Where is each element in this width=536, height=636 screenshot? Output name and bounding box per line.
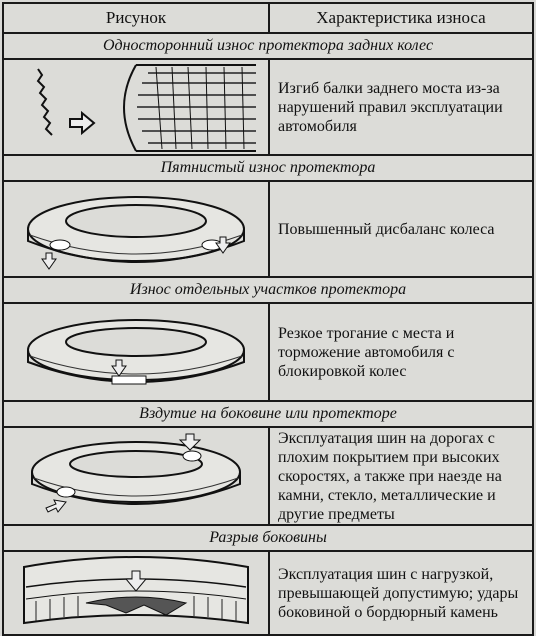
section-one-sided-wear: Односторонний износ протектора задних ко… <box>4 34 532 156</box>
one-sided-wear-figure <box>4 60 270 154</box>
section-title: Разрыв боковины <box>4 526 532 552</box>
section-title: Односторонний износ протектора задних ко… <box>4 34 532 60</box>
header-picture: Рисунок <box>4 4 270 32</box>
table-row: Эксплуатация шин с нагрузкой, превышающе… <box>4 552 532 634</box>
description-text: Повышенный дисбаланс колеса <box>278 220 495 238</box>
spotty-wear-figure <box>4 182 270 276</box>
section-title: Пятнистый износ протектора <box>4 156 532 182</box>
section-sidewall-rupture: Разрыв боковины Эксплуатация шин с <box>4 526 532 634</box>
table-row: Эксплуатация шин на дорогах с плохим пок… <box>4 428 532 526</box>
section-title: Износ отдельных участков протектора <box>4 278 532 304</box>
bulge-figure <box>4 428 270 524</box>
description-text: Резкое трогание с места и торможение авт… <box>278 324 455 380</box>
table-row: Резкое трогание с места и торможение авт… <box>4 304 532 402</box>
section-title: Вздутие на боковине или протекторе <box>4 402 532 428</box>
table-header: Рисунок Характеристика износа <box>4 4 532 34</box>
section-bulge: Вздутие на боковине или протекторе Экспл… <box>4 402 532 526</box>
description-text: Изгиб балки заднего моста из-за нарушени… <box>278 79 503 135</box>
section-spotty-wear: Пятнистый износ протектора Повышенный ди… <box>4 156 532 278</box>
table-row: Изгиб балки заднего моста из-за нарушени… <box>4 60 532 156</box>
description-text: Эксплуатация шин с нагрузкой, превышающе… <box>278 565 519 621</box>
description-text: Эксплуатация шин на дорогах с плохим пок… <box>278 429 502 523</box>
sidewall-rupture-figure <box>4 552 270 634</box>
header-description: Характеристика износа <box>316 8 486 27</box>
table-row: Повышенный дисбаланс колеса <box>4 182 532 278</box>
section-local-wear: Износ отдельных участков протектора Резк… <box>4 278 532 402</box>
local-wear-figure <box>4 304 270 400</box>
